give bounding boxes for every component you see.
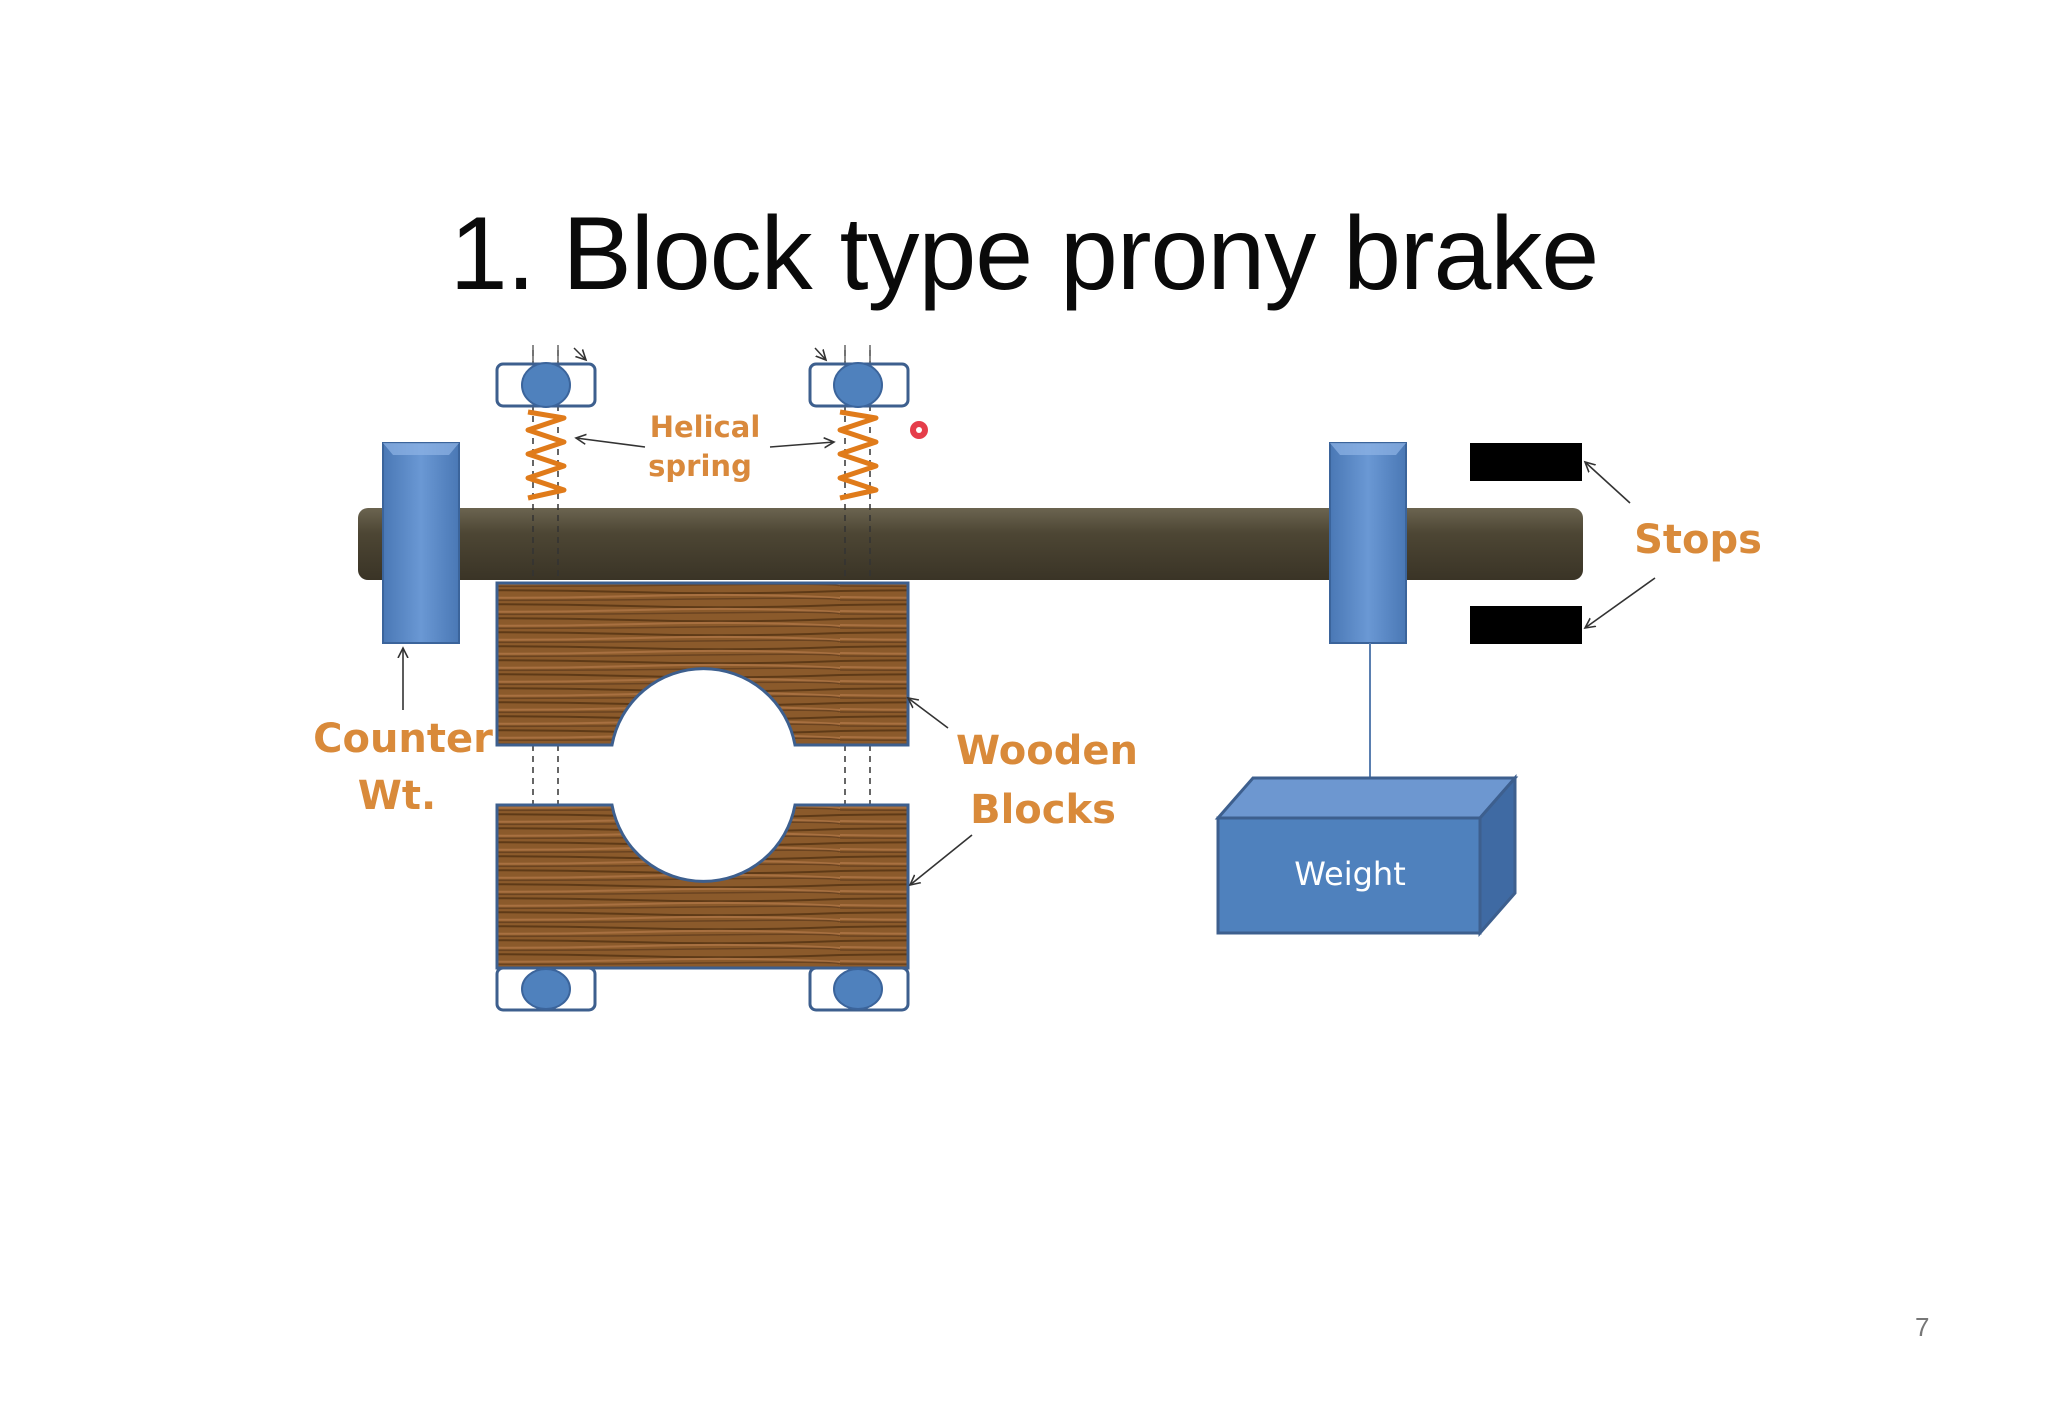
counter-weight-block — [382, 442, 460, 644]
counter-weight-label-line2: Wt. — [358, 773, 436, 819]
weight-label: Weight — [1294, 855, 1405, 893]
upper-stop — [1470, 443, 1582, 481]
lower-stop — [1470, 606, 1582, 644]
pointer-dot — [910, 421, 928, 439]
lower-wooden-block — [495, 803, 910, 970]
counter-weight-label-line1: Counter — [313, 716, 493, 762]
stops-label: Stops — [1634, 517, 1762, 563]
bottom-bearing-right — [808, 966, 910, 1012]
helical-spring-label-line1: Helical — [650, 410, 761, 444]
slide-title: 1. Block type prony brake — [449, 196, 1600, 312]
wooden-blocks-label-line1: Wooden — [956, 728, 1138, 774]
bottom-bearing-left — [495, 966, 597, 1012]
helical-spring-label-line2: spring — [648, 449, 752, 483]
helical-spring-left — [525, 409, 567, 501]
top-bearing-right — [808, 345, 910, 408]
weight-hanger-block — [1329, 442, 1407, 644]
brake-beam — [358, 508, 1583, 580]
top-bearing-left — [495, 345, 597, 408]
page-number: 7 — [1915, 1312, 1930, 1342]
wooden-blocks-label-line2: Blocks — [970, 787, 1116, 833]
upper-wooden-block — [495, 581, 910, 747]
annotation-arrows — [403, 438, 1656, 885]
weight-box — [1214, 774, 1519, 937]
helical-spring-right — [837, 409, 879, 501]
